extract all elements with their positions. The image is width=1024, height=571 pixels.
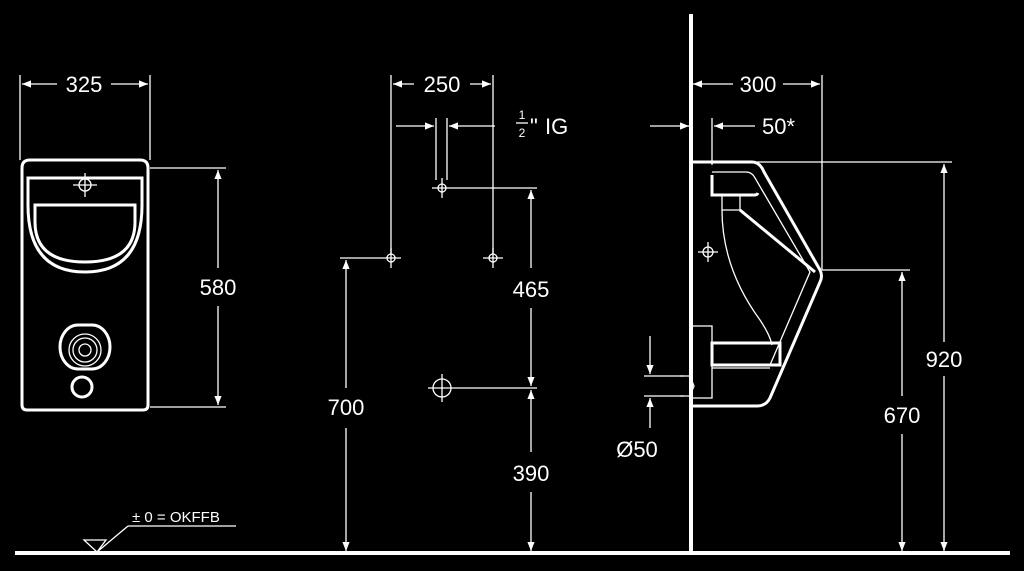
- outlet-crosshair-icon: [428, 374, 456, 402]
- outlet-height-label: 390: [513, 461, 550, 486]
- urinal-side-inner-shell: [712, 171, 811, 366]
- mount-height-label: 700: [328, 395, 365, 420]
- inlet-box: [721, 194, 741, 211]
- front-height-label: 580: [200, 275, 237, 300]
- floor-reference-symbol: ± 0 = OKFFB: [82, 509, 236, 553]
- mount-point-right-icon: [483, 248, 503, 268]
- urinal-basin-outer: [26, 176, 144, 274]
- mount-point-left-icon: [381, 248, 401, 268]
- inlet-crosshair-icon: [432, 178, 452, 198]
- front-width-label: 325: [66, 72, 103, 97]
- urinal-side-outline: [693, 160, 823, 408]
- rim-height-label: 670: [884, 403, 921, 428]
- svg-text:": ": [530, 114, 538, 139]
- floor-reference-label: ± 0 = OKFFB: [132, 509, 220, 526]
- inlet-spacing-label: 250: [424, 72, 461, 97]
- total-height-label: 920: [926, 347, 963, 372]
- svg-text:2: 2: [519, 126, 526, 140]
- urinal-basin-inner: [33, 203, 137, 264]
- outlet-diameter-label: Ø50: [616, 437, 658, 462]
- svg-text:1: 1: [519, 108, 526, 122]
- urinal-side-trap-box: [710, 341, 782, 367]
- outlet-pipe: [680, 375, 695, 397]
- urinal-side-spray-line: [739, 208, 816, 274]
- svg-text:IG: IG: [545, 114, 568, 139]
- urinal-side-bowl-curve: [721, 209, 773, 346]
- side-depth-label: 300: [740, 72, 777, 97]
- drain-outlet-icon: [58, 323, 112, 399]
- outlet-bracket: [693, 325, 713, 399]
- side-view: 300 50* 920 670 Ø50: [616, 72, 962, 551]
- side-inlet-crosshair-icon: [698, 242, 718, 262]
- front-view: 325 580: [19, 72, 237, 412]
- urinal-front-outline: [20, 158, 150, 412]
- wall-offset-label: 50*: [762, 114, 795, 139]
- installation-view: 250 1 2 " IG: [328, 72, 568, 551]
- urinal-side-top-box: [710, 175, 760, 197]
- inlet-drop-label: 465: [513, 277, 550, 302]
- inlet-connection-icon: [73, 173, 97, 197]
- thread-size-label: 1 2 " IG: [516, 108, 568, 140]
